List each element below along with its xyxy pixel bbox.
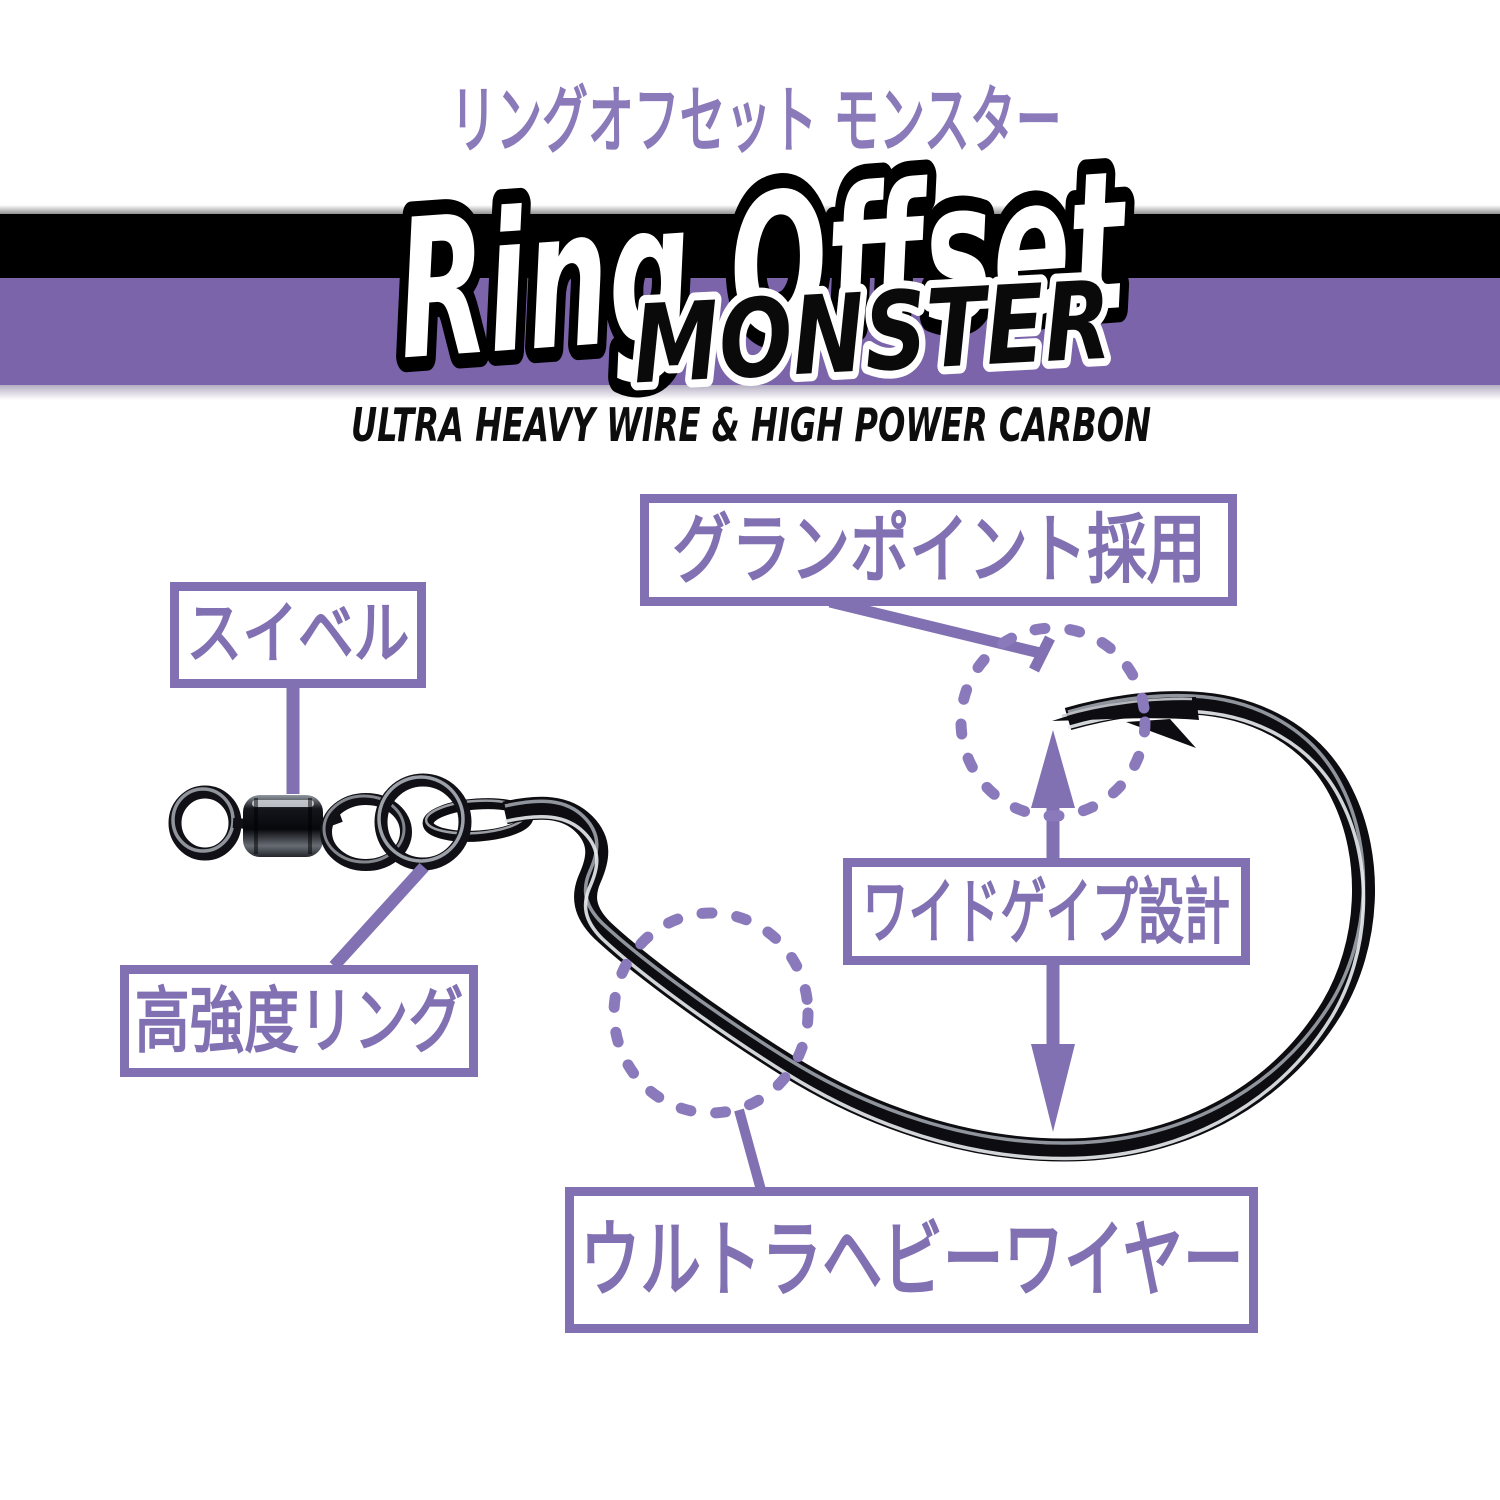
label-gran-point-text: グランポイント採用 <box>671 505 1206 594</box>
callout-connectors <box>286 596 1075 1192</box>
sub-title-script: MONSTER <box>630 258 1114 409</box>
swivel-barrel-highlight <box>252 800 314 807</box>
ultraheavy-callout-line <box>734 1108 766 1192</box>
purple-band <box>0 278 1500 385</box>
split-ring <box>374 773 472 871</box>
label-wide-gape: ワイドゲイプ設計 <box>843 858 1250 965</box>
hook-illustration <box>502 691 1375 1162</box>
gape-arrow-down-head <box>1031 1044 1075 1132</box>
hook-point <box>1052 697 1199 721</box>
label-ultra-heavy-wire: ウルトラヘビーワイヤー <box>565 1187 1258 1333</box>
hook-wire <box>502 691 1375 1162</box>
label-ultra-heavy-wire-text: ウルトラヘビーワイヤー <box>579 1211 1244 1309</box>
header-typography: リングオフセット モンスター Ring Offset MONSTER ULTRA… <box>351 77 1151 452</box>
katakana-title: リングオフセット モンスター <box>450 77 1061 164</box>
label-high-strength-ring-text: 高強度リング <box>134 979 464 1063</box>
main-title-script: Ring Offset <box>390 130 1136 404</box>
swivel-left-eye-highlight <box>171 787 235 853</box>
label-wide-gape-text: ワイドゲイプ設計 <box>862 869 1231 954</box>
label-high-strength-ring: 高強度リング <box>120 965 478 1077</box>
label-swivel-text: スイベル <box>186 595 410 674</box>
band-bottom-shadow <box>0 385 1500 400</box>
tagline: ULTRA HEAVY WIRE & HIGH POWER CARBON <box>351 399 1151 452</box>
hook-barb <box>1126 719 1196 748</box>
highlight-circles <box>608 622 1151 1119</box>
swivel-right-eye <box>320 793 412 871</box>
black-band <box>0 214 1500 278</box>
label-swivel: スイベル <box>170 582 426 688</box>
hook-wire-top-sheen <box>504 693 1366 1145</box>
granpoint-callout-endcap <box>1029 635 1055 673</box>
ultra-heavy-wire-highlight-circle <box>608 907 814 1119</box>
band-top-shadow <box>0 205 1500 214</box>
hook-wire-bottom-sheen <box>504 709 1366 1161</box>
gape-arrow-up-head <box>1031 730 1075 808</box>
label-gran-point: グランポイント採用 <box>640 494 1237 606</box>
swivel-right-eye-highlight <box>322 794 406 864</box>
gran-point-highlight-circle <box>955 622 1151 822</box>
swivel-hardware-illustration <box>168 773 534 871</box>
ring-callout-line <box>329 862 429 971</box>
swivel-barrel <box>243 795 323 857</box>
hook-point-sheen <box>1061 697 1193 718</box>
split-ring-highlight <box>377 775 465 863</box>
